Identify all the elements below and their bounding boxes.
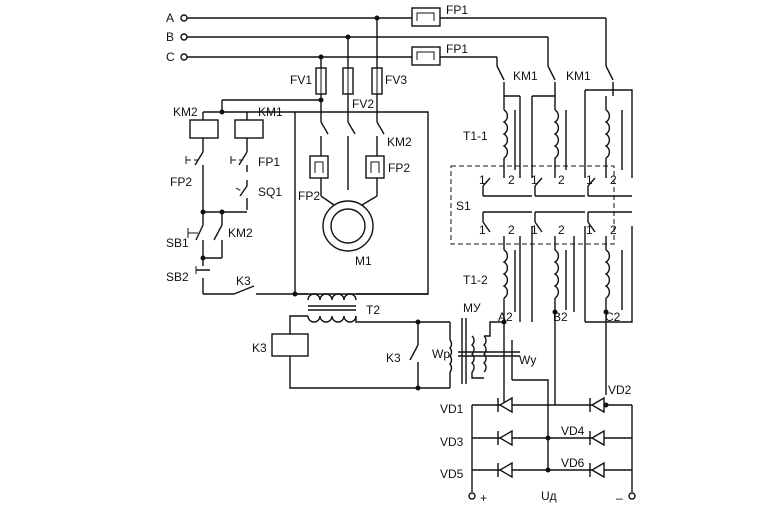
magnetic-amplifier: МУ Wр Wу	[432, 301, 556, 405]
label-phase-a: A	[166, 11, 174, 25]
phase-buses: A B C FP1 FP1	[166, 3, 607, 68]
control-transformer: T2 K3 K3	[252, 293, 450, 391]
control-circuit: KM2 KM1 FP2 FP1 SQ1 SB1 KM2	[166, 97, 324, 297]
label-fp1-top: FP1	[446, 3, 468, 17]
label-fp2-right: FP2	[388, 161, 410, 175]
label-phase-b: B	[166, 30, 174, 44]
diode-vd4	[589, 429, 605, 447]
winding-t1-1-a	[502, 96, 509, 178]
label-t1-2: T1-2	[463, 273, 488, 287]
label-vd2: VD2	[608, 383, 632, 397]
label-mu: МУ	[463, 301, 481, 315]
label-s1: S1	[456, 199, 471, 213]
label-k3-contact: K3	[236, 274, 251, 288]
main-transformer: KM1 KM1 T1-1 S1	[450, 65, 633, 395]
motor-m1	[322, 200, 374, 252]
label-sb2: SB2	[166, 270, 189, 284]
label-ud: Uд	[541, 489, 557, 503]
label-vd6: VD6	[561, 456, 585, 470]
diode-bridge: VD1 VD2 VD3 VD4 VD5 VD6 + – Uд	[440, 383, 636, 505]
label-plus: +	[480, 491, 487, 505]
coil-km1	[234, 119, 264, 139]
diode-vd6	[589, 461, 605, 479]
coil-km2	[189, 119, 219, 139]
label-fv2: FV2	[352, 97, 374, 111]
label-fp2-contact: FP2	[170, 175, 192, 189]
label-fp1-mid: FP1	[446, 42, 468, 56]
terminal-a	[180, 14, 188, 22]
label-a2: A2	[498, 310, 513, 324]
diode-vd1	[497, 396, 513, 414]
label-vd4: VD4	[561, 424, 585, 438]
s1-pos-2f: 2	[610, 223, 617, 237]
label-fp1-contact: FP1	[258, 155, 280, 169]
s1-pos-2d: 2	[508, 223, 515, 237]
s1-pos-2a: 2	[508, 173, 515, 187]
winding-t1-2-c	[584, 226, 633, 323]
coil-k3	[271, 333, 309, 357]
label-sb1: SB1	[166, 236, 189, 250]
label-t1-1: T1-1	[463, 129, 488, 143]
motor-circuit: KM2 FP2 FP2 M1	[294, 111, 429, 295]
fuses: FV1 FV2 FV3	[290, 67, 407, 122]
fp1-thermal-element-mid	[411, 46, 441, 66]
label-km1-a: KM1	[513, 69, 538, 83]
label-c2: C2	[605, 310, 621, 324]
label-k3-coil: K3	[252, 341, 267, 355]
terminal-plus	[468, 492, 476, 500]
label-k3-cont2: K3	[386, 351, 401, 365]
label-phase-c: C	[166, 50, 175, 64]
label-vd5: VD5	[440, 467, 464, 481]
label-minus: –	[616, 491, 623, 505]
s1-pos-1c: 1	[586, 173, 593, 187]
label-km2-coil: KM2	[173, 105, 198, 119]
label-wy: Wу	[519, 353, 536, 367]
fp2-heater-left	[309, 155, 329, 179]
label-t2: T2	[366, 303, 380, 317]
fp1-thermal-element-top	[411, 7, 441, 27]
s1-pos-1d: 1	[479, 223, 486, 237]
s1-pos-1b: 1	[531, 173, 538, 187]
diode-vd3	[497, 429, 513, 447]
label-fv3: FV3	[385, 73, 407, 87]
label-km1-coil: KM1	[258, 105, 283, 119]
terminal-c	[180, 53, 188, 61]
s1-pos-2b: 2	[558, 173, 565, 187]
label-sq1: SQ1	[258, 185, 282, 199]
label-vd1: VD1	[440, 402, 464, 416]
s1-pos-1a: 1	[479, 173, 486, 187]
label-fp2-left: FP2	[298, 189, 320, 203]
winding-t1-2-a	[502, 236, 521, 322]
label-km1-b: KM1	[566, 69, 591, 83]
label-fv1: FV1	[290, 73, 312, 87]
winding-t1-1-c	[584, 89, 633, 178]
label-km2-aux: KM2	[228, 226, 253, 240]
terminal-minus	[628, 492, 636, 500]
diode-vd2	[589, 396, 605, 414]
winding-t1-2-b	[531, 226, 575, 322]
winding-t1-1-b	[531, 95, 567, 178]
label-wp: Wр	[432, 347, 450, 361]
diode-vd5	[497, 461, 513, 479]
terminal-b	[180, 33, 188, 41]
s1-pos-1f: 1	[586, 223, 593, 237]
label-km2-contacts: KM2	[387, 135, 412, 149]
s1-pos-2c: 2	[610, 173, 617, 187]
s1-pos-1e: 1	[531, 223, 538, 237]
s1-pos-2e: 2	[558, 223, 565, 237]
label-vd3: VD3	[440, 435, 464, 449]
fp2-heater-right	[365, 155, 385, 179]
label-m1: M1	[355, 254, 372, 268]
